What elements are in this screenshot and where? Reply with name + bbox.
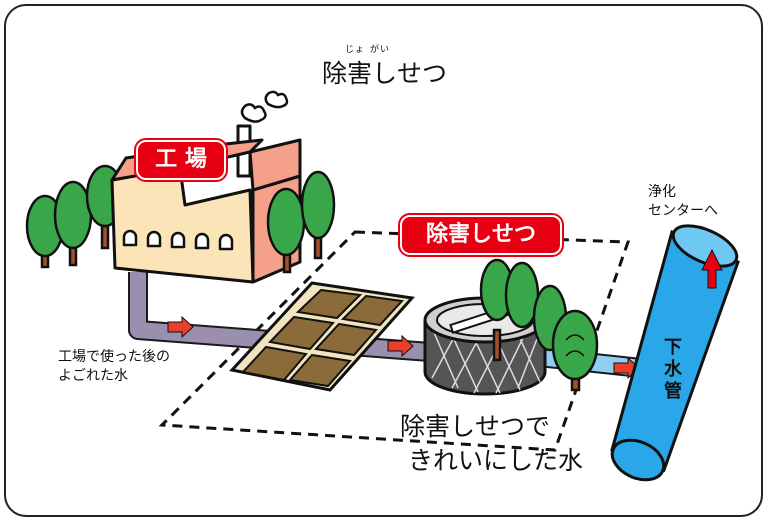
trees-right — [479, 258, 599, 392]
destination-label-line2: センターへ — [648, 203, 718, 219]
sewer-pipe-label-2: 水 — [664, 359, 682, 380]
facility-boundary — [158, 230, 631, 452]
page-title: 除害しせつ — [322, 59, 448, 88]
sewer-pipe-label-1: 下 — [664, 337, 682, 358]
factory-badge: 工 場 — [136, 140, 226, 180]
clean-water-caption-line2: きれいにした水 — [408, 446, 584, 475]
destination-label-line1: 浄化 — [648, 184, 676, 200]
dirty-water-label-line2: よごれた水 — [58, 368, 128, 384]
sewer-pipe — [610, 224, 740, 482]
sewer-up-arrow — [701, 248, 723, 289]
smoke-puffs — [240, 90, 289, 123]
flow-arrow-2 — [387, 334, 414, 358]
facility-badge: 除害しせつ — [400, 215, 562, 255]
settling-tank — [229, 281, 415, 392]
sewer-pipe-label-3: 管 — [664, 381, 682, 402]
trees-factory-right — [266, 170, 336, 274]
title-ruby-right: がい — [370, 45, 391, 55]
trees-left — [25, 164, 125, 269]
flow-arrow-1 — [167, 315, 194, 339]
clean-water-caption-line1: 除害しせつで — [400, 412, 551, 441]
dirty-water-label-line1: 工場で使った後の — [58, 349, 170, 365]
title-ruby-left: じょ — [345, 45, 366, 55]
